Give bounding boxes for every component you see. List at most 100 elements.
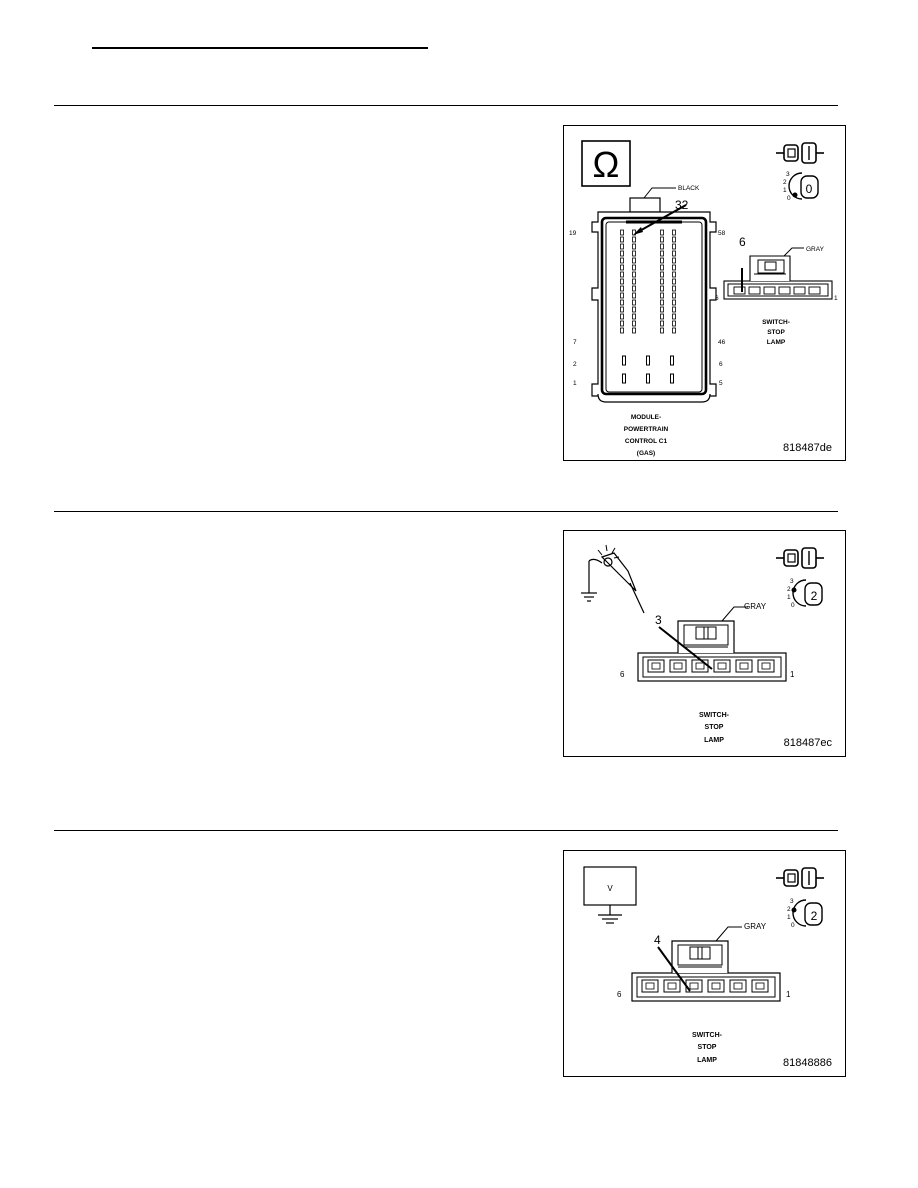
switch-pin-terminal [717, 662, 727, 670]
stop-lamp-switch-connector [723, 247, 833, 300]
switch-pin-terminal [733, 982, 743, 990]
pcm-pin [632, 278, 636, 285]
switch-caption-line-3: LAMP [767, 339, 786, 346]
switch-caption-line-1: SWITCH- [692, 1032, 723, 1039]
connector-disconnect-icon [776, 142, 824, 164]
pcm-pin [646, 355, 650, 366]
switch-pin-terminal [645, 982, 655, 990]
pcm-caption-line-4: (GAS) [637, 450, 655, 457]
header-rule [92, 47, 428, 49]
pcm-pin [620, 271, 624, 278]
pcm-caption-line-1: MODULE- [631, 414, 661, 421]
svg-text:1: 1 [787, 594, 791, 601]
ignition-key-icon: 3 2 1 0 2 [787, 898, 823, 929]
switch-callout-pin: 6 [739, 235, 746, 249]
section-rule-1 [54, 105, 838, 106]
pcm-pin [632, 285, 636, 292]
pcm-pin [620, 306, 624, 313]
switch-pin [808, 286, 821, 295]
pcm-pin-46: 46 [718, 339, 726, 346]
pcm-pin [672, 292, 676, 299]
pcm-pin [672, 285, 676, 292]
pcm-pin [672, 327, 676, 334]
switch-pin [647, 659, 665, 673]
pcm-pin [670, 355, 674, 366]
pcm-pin [672, 250, 676, 257]
switch-caption-line-3: LAMP [704, 737, 724, 744]
pcm-pin [620, 320, 624, 327]
switch-color-label: GRAY [744, 602, 767, 611]
figure-818487de-drawing: Ω 3 2 1 0 0 BLACK 32 19 58 7 46 2 6 1 [569, 140, 838, 457]
test-light-icon [581, 544, 645, 614]
pcm-pin [632, 320, 636, 327]
pcm-pin [620, 236, 624, 243]
pcm-pin-19: 19 [569, 230, 577, 237]
pcm-pin-grid [620, 229, 676, 384]
figure-id: 818487ec [784, 737, 833, 749]
pcm-pin [672, 306, 676, 313]
svg-text:3: 3 [786, 171, 790, 178]
pcm-pin [620, 292, 624, 299]
svg-text:3: 3 [790, 898, 794, 905]
switch-caption-line-1: SWITCH- [699, 712, 730, 719]
pcm-pin [620, 229, 624, 236]
switch-pin [751, 979, 769, 993]
pcm-pin-58: 58 [718, 230, 726, 237]
pcm-pin [660, 313, 664, 320]
pcm-pin [672, 229, 676, 236]
switch-right-number: 1 [790, 670, 795, 679]
svg-text:0: 0 [791, 922, 795, 929]
pcm-pin [632, 313, 636, 320]
switch-pin-terminal [667, 982, 677, 990]
pcm-pin [622, 373, 626, 384]
switch-pin-terminal [651, 662, 661, 670]
pcm-pin [660, 243, 664, 250]
svg-text:2: 2 [787, 586, 791, 593]
switch-left-number: 6 [715, 295, 719, 302]
pcm-pin [620, 257, 624, 264]
figure-id: 81848886 [783, 1057, 832, 1069]
switch-pin [713, 659, 731, 673]
pcm-pin [620, 299, 624, 306]
switch-pin [733, 286, 746, 295]
switch-pin-terminal [689, 982, 699, 990]
pcm-pin [672, 299, 676, 306]
pcm-pin-1: 1 [573, 380, 577, 387]
figure-818487ec-drawing: 3 2 1 0 2 3 GRAY 6 1 SWITCH- STOP LAMP 8… [581, 544, 833, 749]
pcm-pin [660, 278, 664, 285]
switch-pin [748, 286, 761, 295]
switch-pin [707, 979, 725, 993]
figure-818487de: Ω 3 2 1 0 0 BLACK 32 19 58 7 46 2 6 1 [563, 125, 846, 461]
pcm-pin [660, 264, 664, 271]
pcm-pin [632, 327, 636, 334]
pcm-pin [672, 271, 676, 278]
switch-left-number: 6 [620, 670, 625, 679]
pcm-pin [622, 355, 626, 366]
pcm-pin-5: 5 [719, 380, 723, 387]
pcm-pin [672, 236, 676, 243]
switch-pin [757, 659, 775, 673]
pcm-pin [646, 373, 650, 384]
switch-left-number: 6 [617, 990, 622, 999]
switch-pin-terminal [711, 982, 721, 990]
pcm-pin [620, 278, 624, 285]
pcm-color-label: BLACK [678, 185, 700, 192]
pcm-pin [672, 264, 676, 271]
switch-pin [641, 979, 659, 993]
voltmeter-label: V [607, 884, 613, 893]
ohm-symbol: Ω [593, 144, 620, 185]
pcm-pin [632, 243, 636, 250]
section-rule-2 [54, 511, 838, 512]
pcm-pin [620, 327, 624, 334]
switch-pin-terminal [739, 662, 749, 670]
pcm-connector [591, 197, 717, 403]
pcm-pin [660, 257, 664, 264]
pcm-pin [672, 320, 676, 327]
pcm-pin [660, 292, 664, 299]
pcm-pin-2: 2 [573, 361, 577, 368]
pcm-pin [660, 285, 664, 292]
switch-caption-line-2: STOP [767, 329, 785, 336]
figure-81848886-drawing: V 3 2 1 0 2 4 GRAY 6 1 SWITCH- [583, 866, 832, 1069]
switch-pin [729, 979, 747, 993]
pcm-pin-7: 7 [573, 339, 577, 346]
